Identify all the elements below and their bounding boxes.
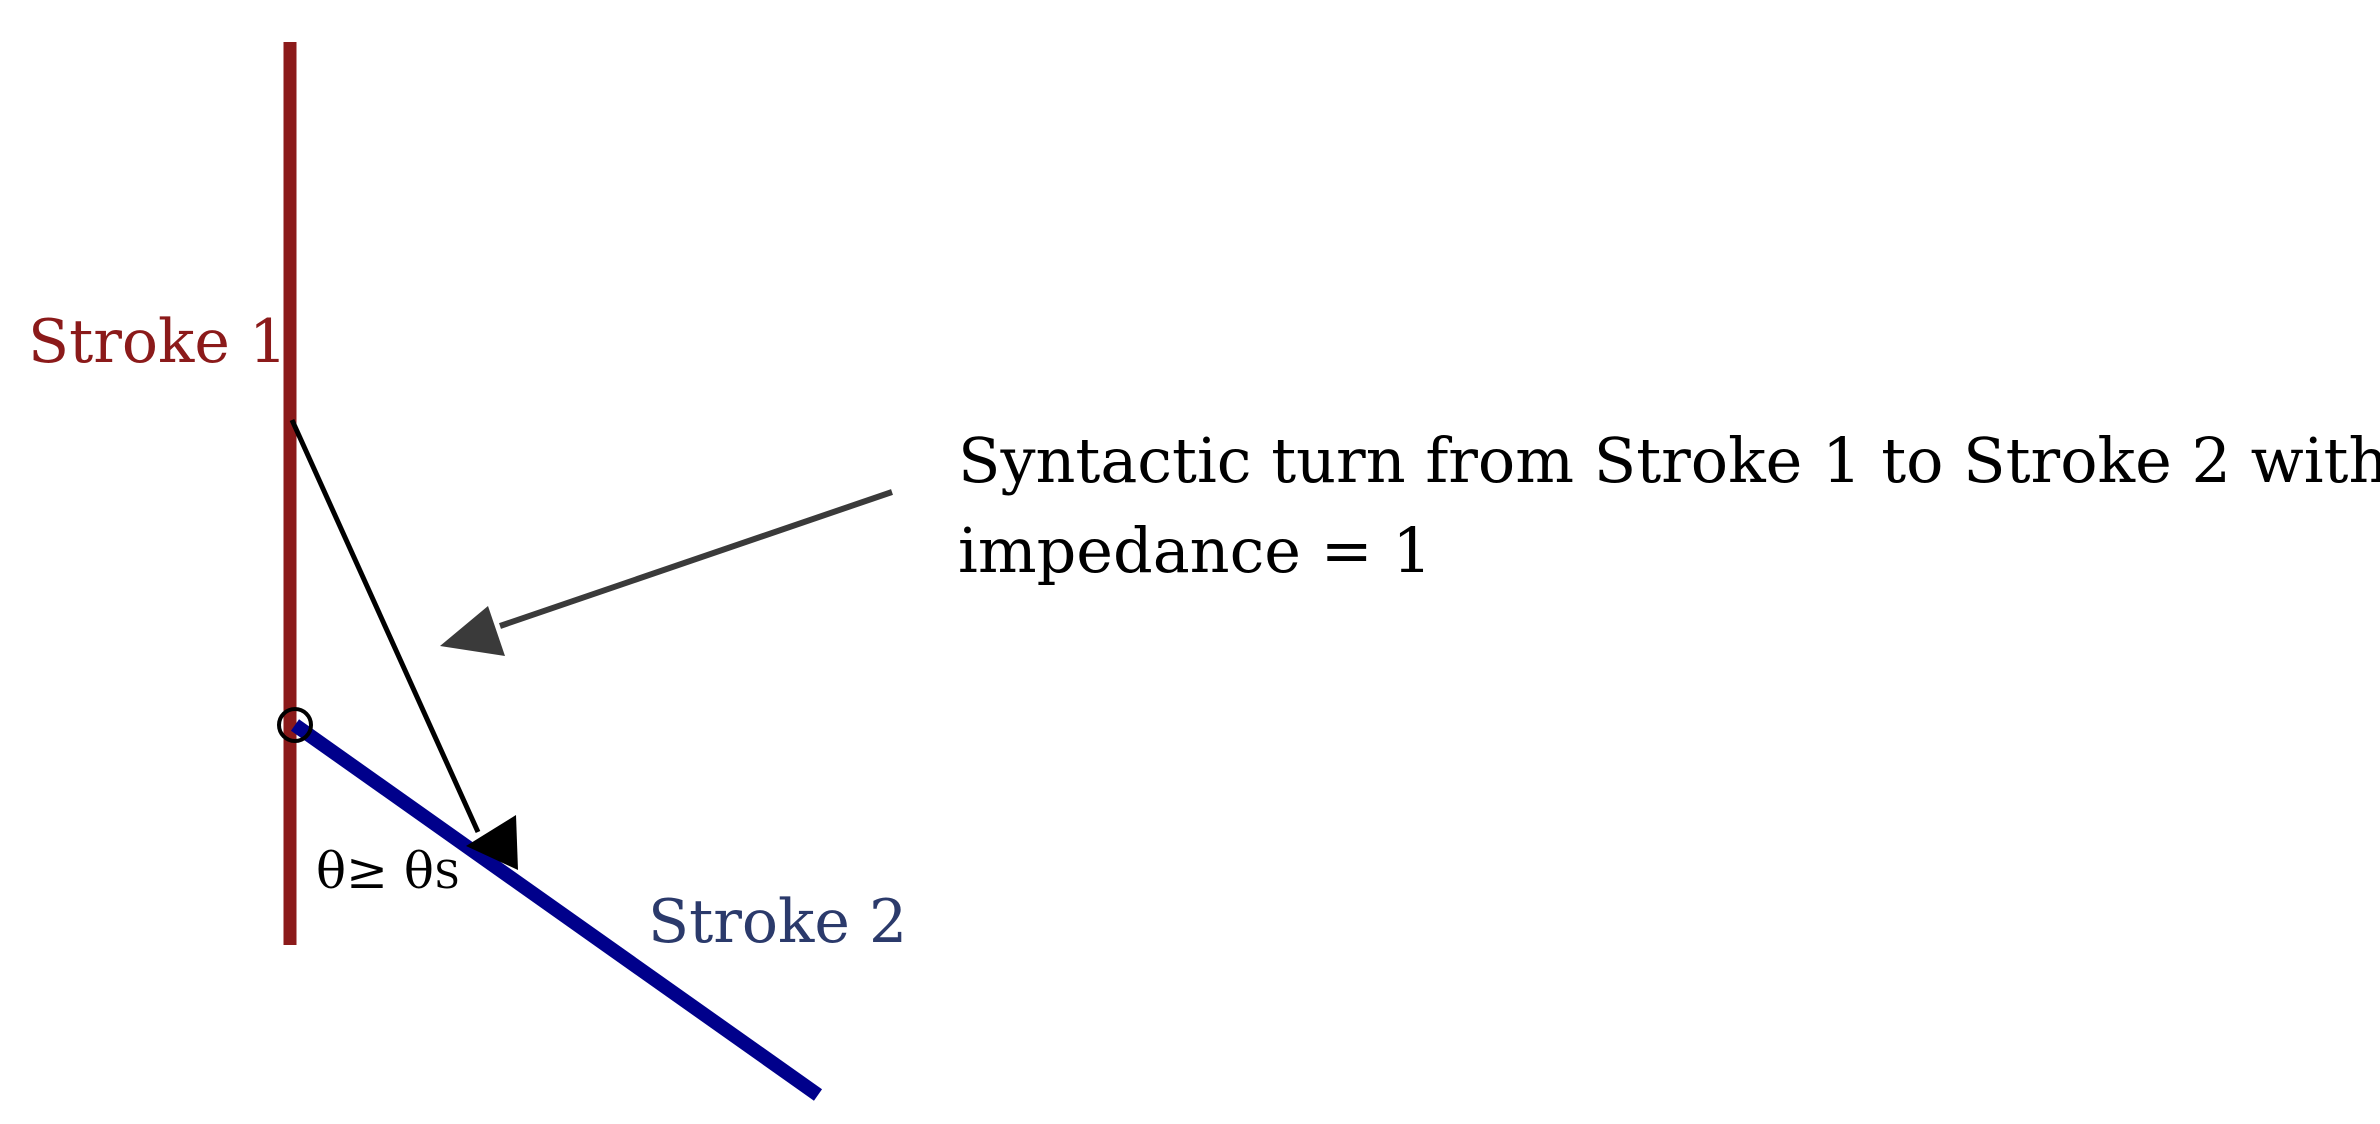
stroke-2-label: Stroke 2 (648, 887, 907, 957)
junction-circle (277, 707, 313, 743)
angle-label-subscript: S (434, 853, 460, 897)
stroke-2-line (290, 719, 823, 1101)
annotation-arrow-line (499, 489, 893, 629)
stroke-1-label: Stroke 1 (28, 307, 287, 377)
turn-arrow-line (289, 418, 481, 834)
annotation-line-2: impedance = 1 (958, 514, 1432, 587)
turn-arrow-head (466, 815, 518, 870)
annotation-line-1: Syntactic turn from Stroke 1 to Stroke 2… (958, 424, 2380, 497)
annotation-arrow-head (440, 606, 505, 656)
angle-label-main: θ≥ θ (316, 842, 434, 900)
angle-label: θ≥ θS (316, 842, 460, 900)
